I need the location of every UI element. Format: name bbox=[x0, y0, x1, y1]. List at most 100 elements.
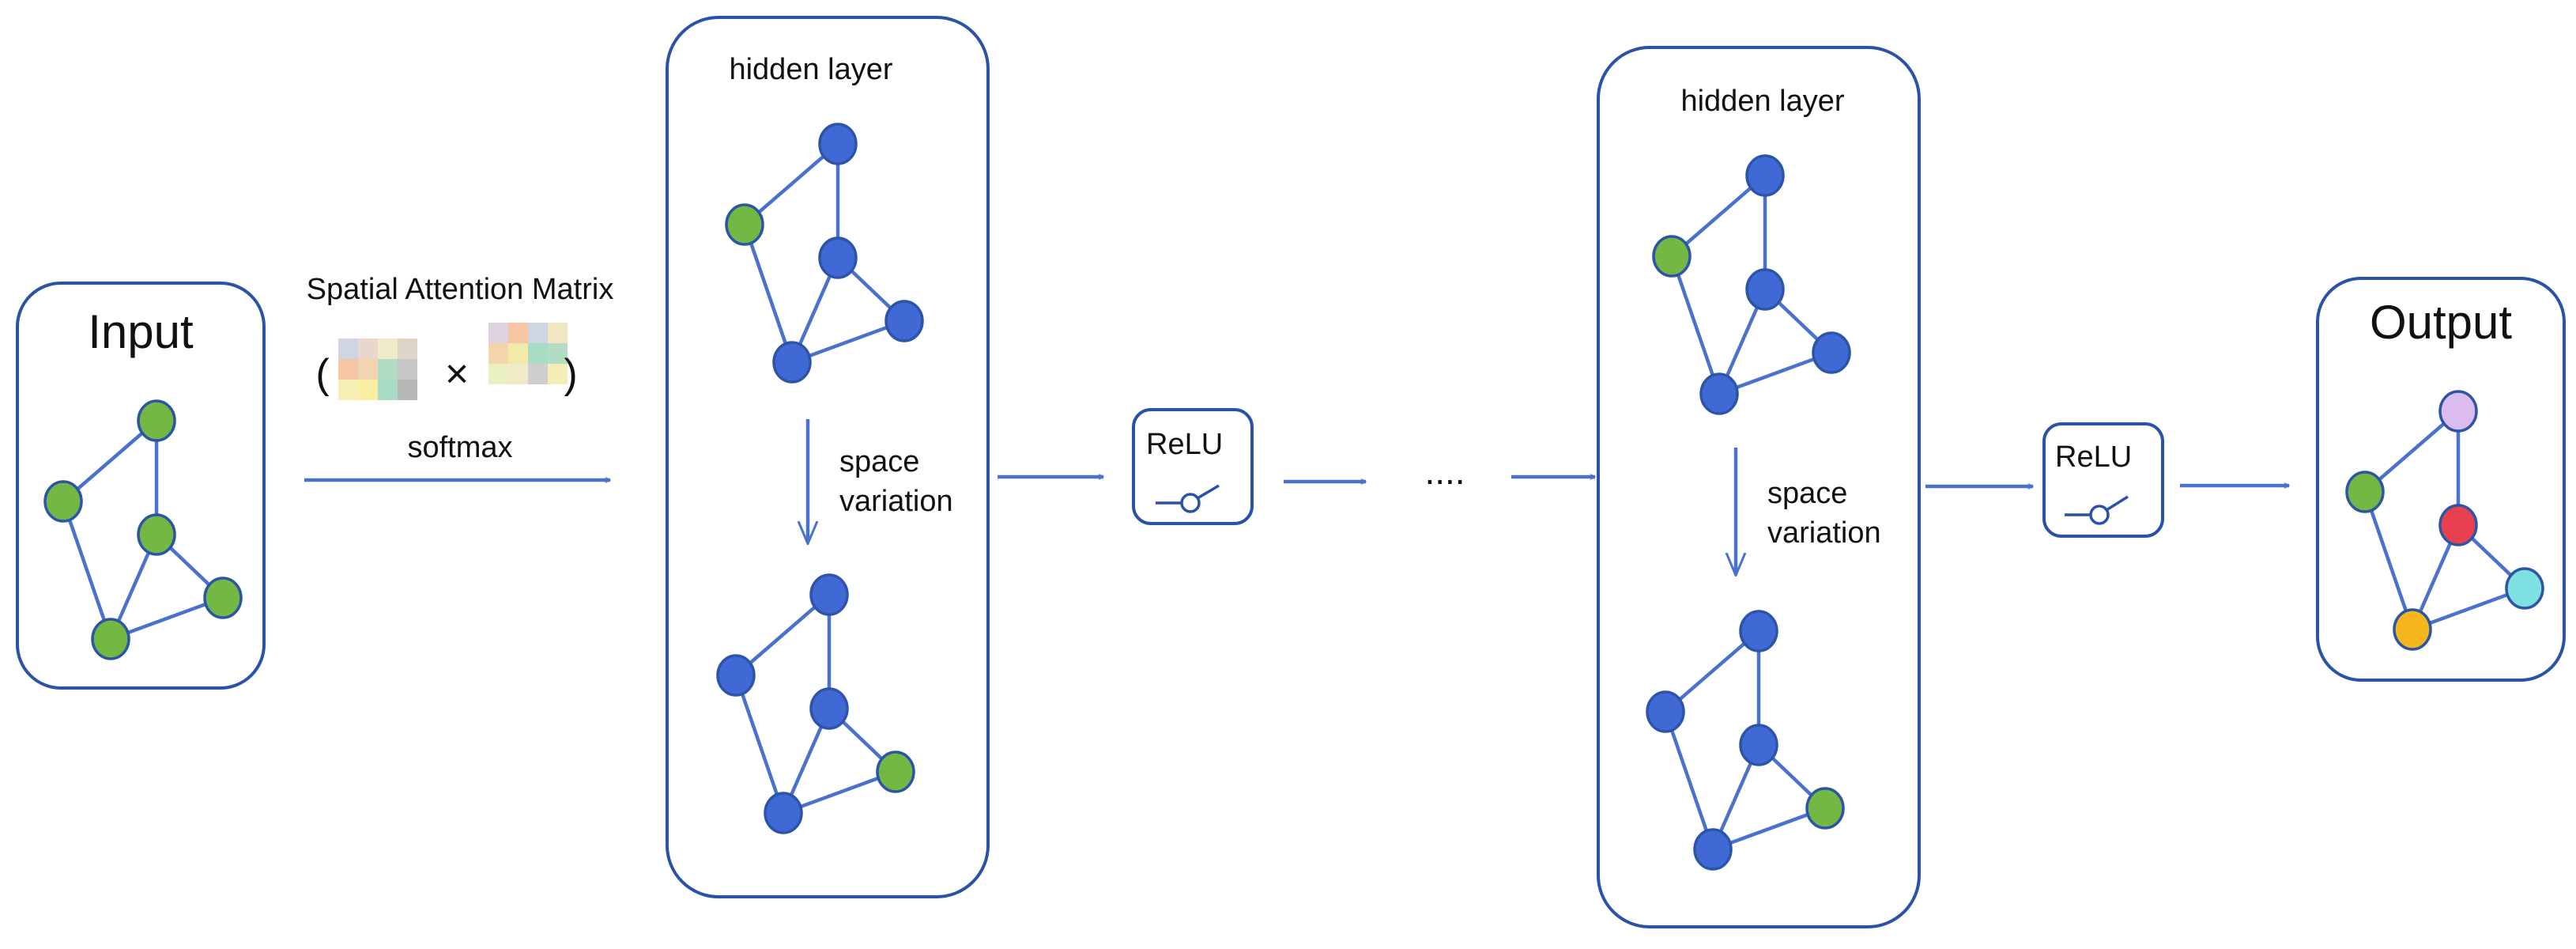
output-title: Output bbox=[2370, 296, 2512, 349]
graph-node-blue bbox=[818, 123, 858, 165]
graph-edge bbox=[742, 222, 794, 365]
softmax-label: softmax bbox=[407, 431, 512, 464]
graph-node-blue bbox=[884, 300, 924, 342]
graph-edge bbox=[781, 769, 898, 815]
graph-node-green bbox=[137, 513, 176, 556]
graph-node-red bbox=[2438, 504, 2478, 546]
graph-node-blue bbox=[1693, 828, 1733, 871]
graph-node-blue bbox=[764, 792, 803, 834]
variation-label-1: variation bbox=[839, 485, 953, 518]
matrix-cell bbox=[488, 343, 508, 364]
graph-node-green bbox=[91, 618, 130, 660]
graph-edge bbox=[1669, 173, 1767, 259]
matrix-cell bbox=[358, 380, 378, 400]
relu-box-2 bbox=[2042, 422, 2164, 538]
graph-node-green bbox=[1805, 787, 1845, 830]
relu-box-1 bbox=[1132, 408, 1254, 525]
graph-edge bbox=[742, 142, 840, 227]
graph-node-blue bbox=[809, 573, 849, 616]
graph-edge bbox=[108, 595, 225, 641]
space-label-2: space bbox=[1767, 477, 1847, 510]
input-box bbox=[16, 282, 266, 690]
graph-hidden2-b bbox=[1646, 610, 1845, 871]
matrix-cell bbox=[528, 343, 548, 364]
matrix-cell bbox=[378, 380, 398, 400]
matrix-cell bbox=[508, 364, 528, 384]
graph-edge bbox=[790, 319, 907, 365]
graph-edge bbox=[2410, 586, 2527, 632]
hidden-layer-1-title: hidden layer bbox=[729, 53, 892, 86]
matrix-cell bbox=[378, 338, 398, 359]
relu-switch-icon-2 bbox=[2065, 495, 2129, 525]
graph-edge bbox=[1717, 350, 1834, 396]
ellipsis: .... bbox=[1424, 451, 1465, 492]
matrix-cell bbox=[338, 359, 358, 380]
graph-node-green bbox=[725, 203, 764, 246]
matrix-cell bbox=[528, 364, 548, 384]
graph-hidden1-a bbox=[725, 123, 924, 384]
graph-node-green bbox=[876, 751, 915, 793]
times-symbol: × bbox=[445, 351, 469, 397]
graph-edge bbox=[2363, 409, 2461, 494]
graph-node-blue bbox=[1646, 690, 1685, 733]
matrix-cell bbox=[378, 359, 398, 380]
matrix-cell bbox=[548, 323, 568, 343]
graph-node-blue bbox=[1745, 268, 1785, 311]
graph-node-blue bbox=[1739, 610, 1778, 652]
matrix-cell bbox=[488, 364, 508, 384]
graph-edge bbox=[1663, 629, 1761, 714]
matrix-cell bbox=[508, 323, 528, 343]
attention-label: Spatial Attention Matrix bbox=[307, 273, 614, 306]
attention-matrix-left bbox=[338, 338, 417, 400]
paren-close: ) bbox=[564, 351, 577, 397]
graph-edge bbox=[734, 592, 832, 678]
graph-node-blue bbox=[818, 236, 858, 279]
matrix-cell bbox=[398, 380, 417, 400]
graph-node-blue bbox=[1739, 724, 1778, 766]
graph-edge bbox=[1710, 806, 1827, 852]
graph-node-blue bbox=[716, 654, 756, 697]
input-title: Input bbox=[88, 305, 194, 358]
graph-node-green bbox=[2345, 471, 2385, 513]
paren-open: ( bbox=[315, 351, 330, 397]
graph-edge bbox=[61, 418, 159, 504]
matrix-cell bbox=[488, 323, 508, 343]
hidden-layer-2-title: hidden layer bbox=[1680, 85, 1844, 118]
graph-node-blue bbox=[1812, 331, 1851, 374]
matrix-cell bbox=[548, 364, 568, 384]
graph-node-yellow bbox=[2393, 608, 2432, 651]
matrix-cell bbox=[338, 338, 358, 359]
space-label-1: space bbox=[839, 445, 919, 478]
matrix-cell bbox=[508, 343, 528, 364]
graph-edge bbox=[61, 499, 113, 641]
graph-edge bbox=[1669, 254, 1722, 396]
graph-node-blue bbox=[772, 341, 812, 384]
matrix-cell bbox=[528, 323, 548, 343]
graph-edge bbox=[2363, 490, 2415, 632]
graph-edge bbox=[734, 673, 786, 815]
graph-node-blue bbox=[809, 687, 849, 730]
matrix-cell bbox=[398, 359, 417, 380]
graphs-layer bbox=[43, 123, 2544, 871]
graph-node-blue bbox=[1699, 372, 1739, 415]
graph-node-green bbox=[43, 480, 83, 523]
variation-label-2: variation bbox=[1767, 516, 1881, 550]
relu-switch-icon-1 bbox=[1156, 484, 1220, 513]
graph-node-blue bbox=[1745, 154, 1785, 197]
matrix-cell bbox=[398, 338, 417, 359]
attention-matrix-right bbox=[488, 323, 568, 384]
graph-node-green bbox=[203, 577, 243, 619]
matrix-cell bbox=[358, 359, 378, 380]
graph-edge bbox=[1663, 709, 1715, 852]
matrix-cell bbox=[548, 343, 568, 364]
graph-hidden2-a bbox=[1652, 154, 1851, 415]
graph-node-green bbox=[137, 399, 176, 442]
graph-input bbox=[43, 399, 243, 660]
relu-label-1: ReLU bbox=[1146, 428, 1223, 461]
matrix-cell bbox=[338, 380, 358, 400]
graph-output bbox=[2345, 390, 2544, 651]
graph-hidden1-b bbox=[716, 573, 915, 834]
graph-node-purple bbox=[2438, 390, 2478, 433]
graph-node-green bbox=[1652, 235, 1692, 278]
